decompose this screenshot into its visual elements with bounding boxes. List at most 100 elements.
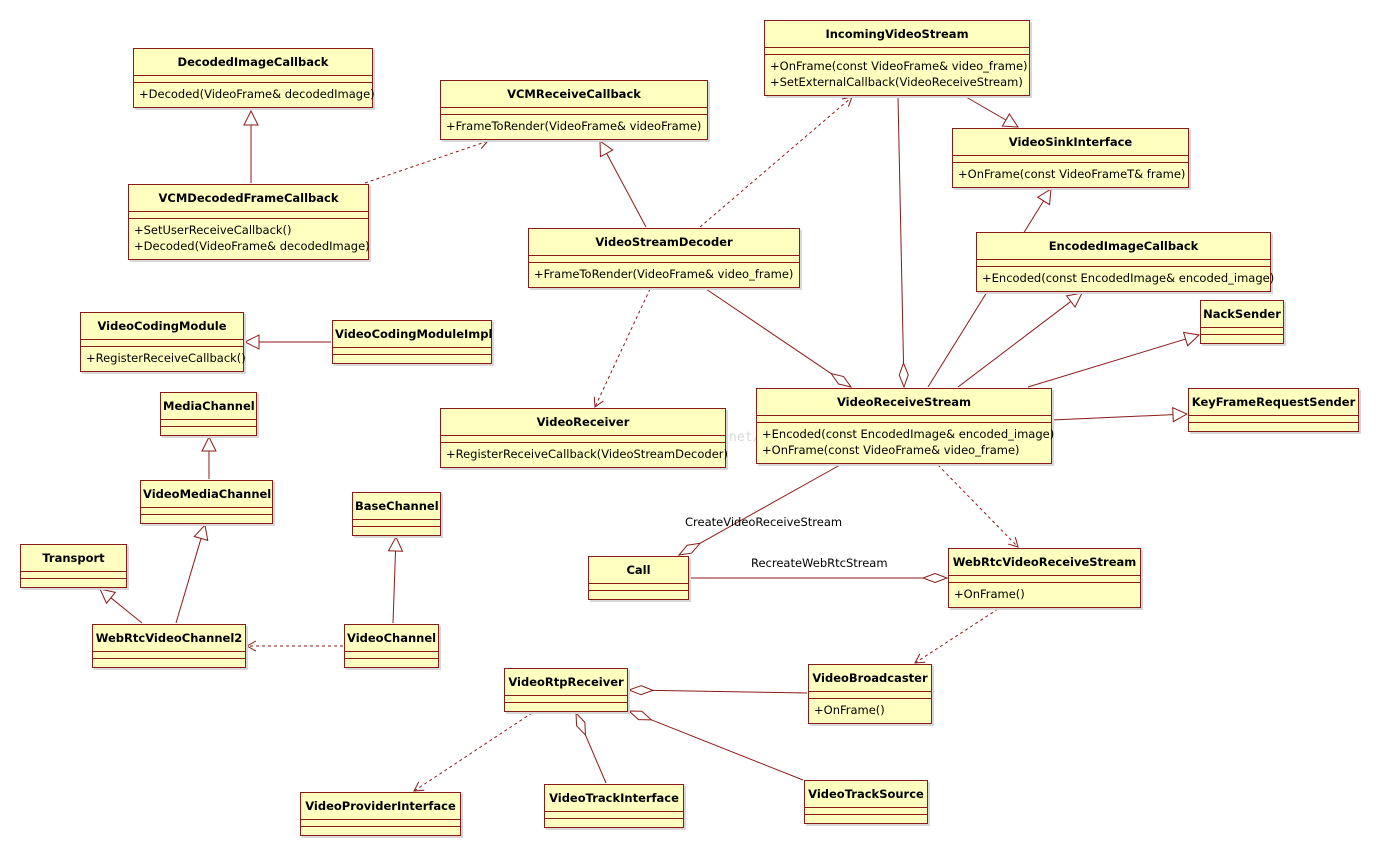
class-box-web-rtc-video-receive-stream[interactable]: WebRtcVideoReceiveStream +OnFrame(): [948, 548, 1141, 608]
operations-compartment: [345, 659, 438, 671]
class-name: KeyFrameRequestSender: [1189, 389, 1358, 416]
relation-dependency: [937, 464, 1019, 548]
operations-compartment: [545, 819, 683, 831]
operation: +RegisterReceiveCallback(): [86, 351, 246, 365]
operation: +RegisterReceiveCallback(VideoStreamDeco…: [446, 447, 728, 461]
relation-generalization: [201, 435, 217, 479]
class-name: VideoChannel: [345, 625, 438, 652]
edge-label-recreate-webrtc-stream: RecreateWebRtcStream: [751, 556, 888, 570]
operation: +OnFrame(): [814, 703, 885, 717]
class-name: VideoSinkInterface: [953, 129, 1188, 156]
attributes-compartment: [129, 212, 368, 219]
class-box-nack-sender[interactable]: NackSender: [1200, 300, 1284, 344]
operation: +OnFrame(const VideoFrame& video_frame): [762, 443, 1020, 457]
class-box-video-receiver[interactable]: VideoReceiver +RegisterReceiveCallback(Vi…: [440, 408, 728, 468]
operation: +Decoded(VideoFrame& decodedImage): [134, 239, 370, 253]
attributes-compartment: [141, 508, 272, 515]
operation: +SetUserReceiveCallback(): [134, 223, 292, 237]
class-box-video-broadcaster[interactable]: VideoBroadcaster+OnFrame(): [808, 664, 932, 724]
class-box-incoming-video-stream[interactable]: IncomingVideoStream+OnFrame(const VideoF…: [764, 20, 1030, 96]
operation: +Encoded(const EncodedImage& encoded_ima…: [762, 427, 1055, 441]
class-name: VideoCodingModule: [81, 313, 243, 340]
attributes-compartment: [134, 76, 372, 83]
attributes-compartment: [765, 48, 1029, 55]
attributes-compartment: [353, 520, 440, 527]
class-box-base-channel[interactable]: BaseChannel: [352, 492, 441, 536]
class-name: WebRtcVideoReceiveStream: [949, 549, 1140, 576]
operation: +OnFrame(): [954, 587, 1025, 601]
attributes-compartment: [809, 692, 931, 699]
class-box-video-coding-module-impl[interactable]: VideoCodingModuleImpl: [332, 320, 492, 364]
operations-compartment: [805, 815, 927, 827]
class-name: EncodedImageCallback: [977, 233, 1270, 260]
class-name: MediaChannel: [161, 393, 256, 420]
attributes-compartment: [93, 652, 245, 659]
class-box-video-track-interface[interactable]: VideoTrackInterface: [544, 784, 684, 828]
class-box-transport[interactable]: Transport: [20, 544, 127, 588]
attributes-compartment: [161, 420, 256, 427]
operations-compartment: +OnFrame(const VideoFrame& video_frame)+…: [765, 55, 1029, 93]
class-name: VideoCodingModuleImpl: [333, 321, 492, 348]
class-box-video-media-channel[interactable]: VideoMediaChannel: [140, 480, 273, 524]
relation-aggregation: [627, 685, 808, 696]
operations-compartment: +OnFrame(): [949, 583, 1140, 605]
class-box-video-stream-decoder[interactable]: VideoStreamDecoder+FrameToRender(VideoFr…: [528, 228, 800, 288]
class-box-video-channel[interactable]: VideoChannel: [344, 624, 439, 668]
class-box-video-rtp-receiver[interactable]: VideoRtpReceiver: [504, 668, 628, 712]
operations-compartment: +Decoded(VideoFrame& decodedImage): [134, 83, 375, 105]
relation-generalization: [243, 334, 331, 350]
attributes-compartment: [953, 156, 1188, 163]
operations-compartment: [589, 591, 688, 603]
relation-generalization: [957, 292, 1083, 388]
attributes-compartment: [529, 256, 799, 263]
relation-generalization: [965, 96, 1019, 128]
attributes-compartment: [301, 820, 460, 827]
class-box-video-coding-module[interactable]: VideoCodingModule +RegisterReceiveCallbac…: [80, 312, 246, 372]
attributes-compartment: [21, 572, 126, 579]
relation-generalization: [927, 188, 1052, 388]
operation: +Decoded(VideoFrame& decodedImage): [139, 87, 375, 101]
relation-dependency: [364, 138, 489, 184]
edge-label-create-video-receive-stream: CreateVideoReceiveStream: [685, 515, 843, 529]
operation: +FrameToRender(VideoFrame& videoFrame): [446, 119, 702, 133]
relation-aggregation: [897, 96, 909, 389]
class-box-video-receive-stream[interactable]: VideoReceiveStream+Encoded(const Encoded…: [756, 388, 1055, 464]
class-box-video-track-source[interactable]: VideoTrackSource: [804, 780, 928, 824]
attributes-compartment: [977, 260, 1270, 267]
operations-compartment: [1201, 335, 1283, 347]
attributes-compartment: [805, 808, 927, 815]
relation-generalization: [99, 588, 143, 624]
class-box-web-rtc-video-channel2[interactable]: WebRtcVideoChannel2: [92, 624, 246, 668]
class-box-vcm-decoded-frame-callback[interactable]: VCMDecodedFrameCallback+SetUserReceiveCa…: [128, 184, 370, 260]
class-box-video-sink-interface[interactable]: VideoSinkInterface+OnFrame(const VideoFr…: [952, 128, 1189, 188]
attributes-compartment: [441, 436, 725, 443]
relation-aggregation: [627, 710, 804, 781]
operations-compartment: [1189, 423, 1358, 435]
attributes-compartment: [505, 696, 627, 703]
class-box-key-frame-request-sender[interactable]: KeyFrameRequestSender: [1188, 388, 1359, 432]
class-name: WebRtcVideoChannel2: [93, 625, 245, 652]
class-box-decoded-image-callback[interactable]: DecodedImageCallback+Decoded(VideoFrame&…: [133, 48, 375, 108]
relation-generalization: [175, 523, 209, 624]
class-box-video-provider-interface[interactable]: VideoProviderInterface: [300, 792, 461, 836]
attributes-compartment: [345, 652, 438, 659]
attributes-compartment: [545, 812, 683, 819]
class-name: VideoStreamDecoder: [529, 229, 799, 256]
operations-compartment: +OnFrame(): [809, 699, 931, 721]
operations-compartment: +SetUserReceiveCallback() +Decoded(VideoF…: [129, 219, 370, 257]
class-name: Call: [589, 557, 688, 584]
class-box-call[interactable]: Call: [588, 556, 689, 600]
operations-compartment: +RegisterReceiveCallback(VideoStreamDeco…: [441, 443, 728, 465]
class-box-vcm-receive-callback[interactable]: VCMReceiveCallback+FrameToRender(VideoFr…: [440, 80, 708, 140]
class-box-media-channel[interactable]: MediaChannel: [160, 392, 257, 436]
relation-generalization: [1051, 406, 1189, 423]
operations-compartment: [505, 703, 627, 715]
class-box-encoded-image-callback[interactable]: EncodedImageCallback+Encoded(const Encod…: [976, 232, 1274, 292]
relation-generalization: [1027, 331, 1201, 388]
operations-compartment: [161, 427, 256, 439]
class-name: Transport: [21, 545, 126, 572]
relation-aggregation: [690, 572, 949, 584]
class-name: VideoReceiver: [441, 409, 725, 436]
attributes-compartment: [589, 584, 688, 591]
